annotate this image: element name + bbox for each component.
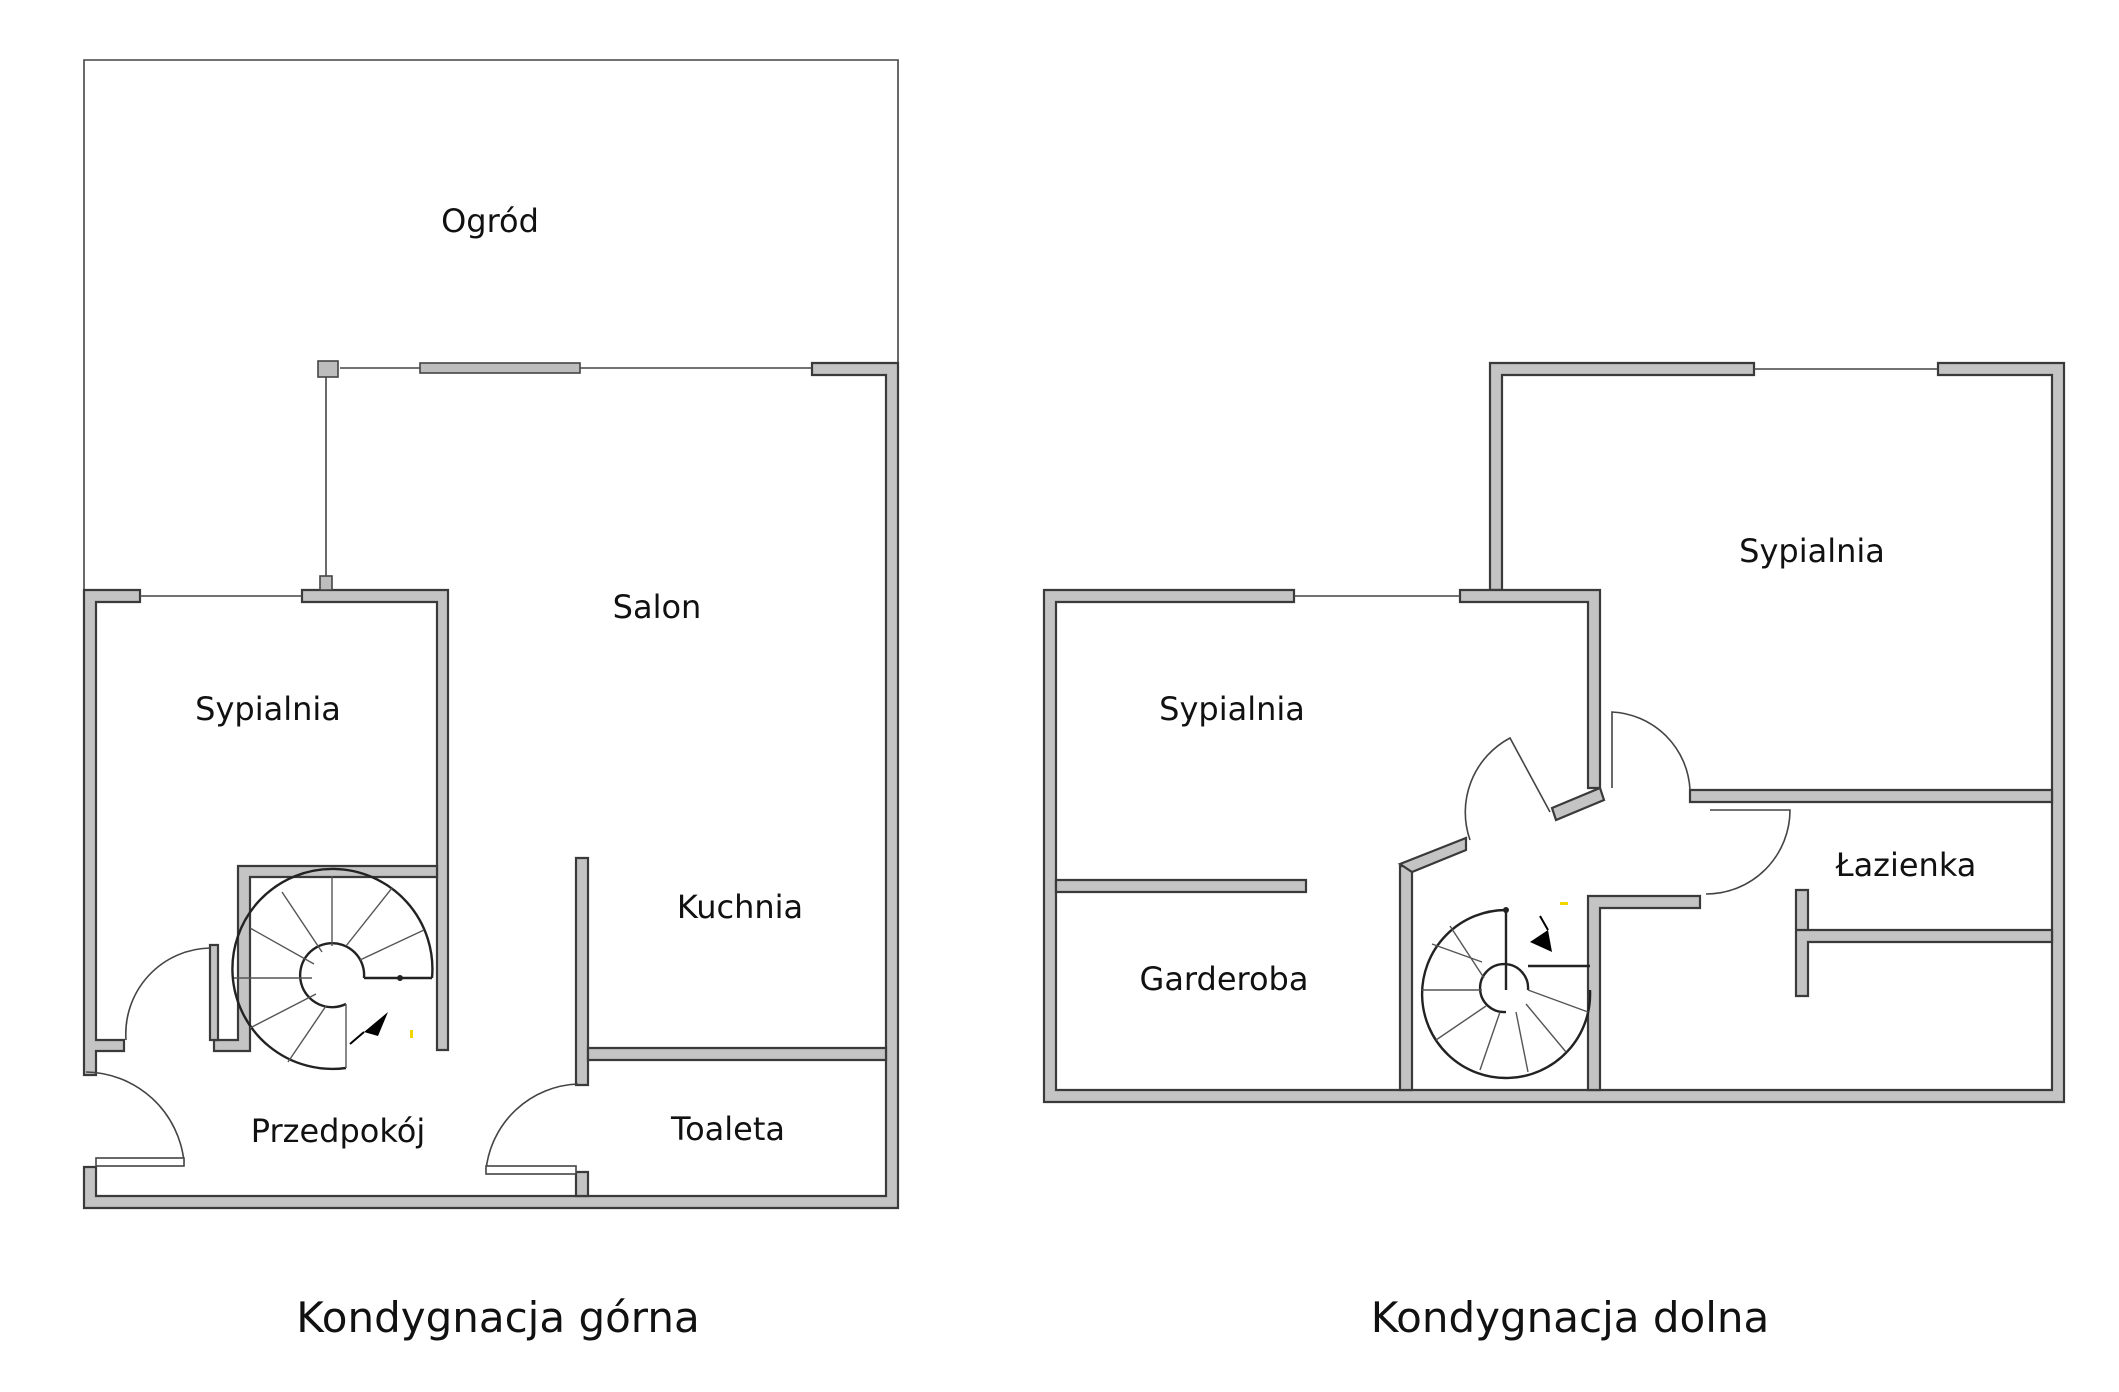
room-label-kitchen: Kuchnia bbox=[677, 888, 803, 926]
toilet-wall bbox=[586, 1046, 888, 1062]
window-post bbox=[317, 360, 339, 378]
toilet-door-swing bbox=[485, 1083, 579, 1171]
room-label-bedroom: Sypialnia bbox=[195, 690, 341, 728]
entrance-door-swing bbox=[85, 1071, 185, 1163]
lower-marker-dot bbox=[1560, 902, 1568, 905]
entrance-door-leaf bbox=[95, 1157, 185, 1167]
upper-floor-title: Kondygnacja górna bbox=[296, 1293, 699, 1342]
stair-angled-wall bbox=[1397, 836, 1468, 874]
lower-stair-direction-arrow bbox=[1530, 930, 1552, 952]
stair-left-wall bbox=[1398, 864, 1414, 1092]
bedroom-top-wall bbox=[300, 588, 450, 1052]
toilet-lower-wall bbox=[574, 1170, 590, 1198]
lower-right-outer-wall bbox=[1488, 361, 1756, 592]
upper-outer-wall bbox=[82, 361, 900, 1210]
stair-right-wall bbox=[1586, 894, 1702, 1092]
window-pane-1 bbox=[419, 362, 581, 374]
wardrobe-wall bbox=[1054, 878, 1308, 894]
room-label-bedroom-left: Sypialnia bbox=[1159, 690, 1305, 728]
lower-floor-plan: Sypialnia Sypialnia Łazienka Garderoba bbox=[1042, 361, 2066, 1104]
window-post-lower bbox=[319, 575, 333, 591]
lower-bedroom-wall bbox=[1458, 588, 1602, 790]
marker-dot bbox=[410, 1030, 413, 1038]
bathroom-top-wall bbox=[1688, 788, 2054, 804]
bathroom-inner-wall bbox=[1794, 888, 2054, 998]
stair-well-wall bbox=[212, 864, 439, 1053]
room-label-bathroom: Łazienka bbox=[1835, 846, 1977, 884]
lower-top-right-wall bbox=[1042, 361, 2066, 1104]
upper-spiral-stair bbox=[231, 867, 434, 1071]
stair-top-angled-wall bbox=[1550, 786, 1606, 822]
room-label-wardrobe: Garderoba bbox=[1140, 960, 1309, 998]
room-label-living: Salon bbox=[613, 588, 702, 626]
garden-boundary bbox=[83, 59, 899, 590]
bedroom-door-swing bbox=[124, 947, 211, 1041]
stair-direction-arrow bbox=[364, 1012, 388, 1036]
room-label-toilet: Toaleta bbox=[670, 1110, 785, 1148]
upper-left-wall bbox=[82, 588, 142, 1077]
toilet-door-leaf bbox=[485, 1165, 577, 1175]
upper-floor-plan: Ogród Salon Sypialnia Kuchnia Przedpokój… bbox=[82, 59, 900, 1210]
bathroom-door-swing bbox=[1705, 809, 1791, 895]
bedroom-right-door-swing bbox=[1611, 711, 1691, 791]
lower-spiral-stair bbox=[1420, 902, 1592, 1080]
bedroom-door-jamb bbox=[208, 943, 220, 1042]
bedroom-left-door-swing bbox=[1464, 736, 1551, 841]
room-label-bedroom-right: Sypialnia bbox=[1739, 532, 1885, 570]
room-label-hall: Przedpokój bbox=[251, 1112, 425, 1150]
lower-floor-title: Kondygnacja dolna bbox=[1371, 1293, 1770, 1342]
room-label-garden: Ogród bbox=[441, 202, 539, 240]
kitchen-partition bbox=[574, 856, 590, 1087]
